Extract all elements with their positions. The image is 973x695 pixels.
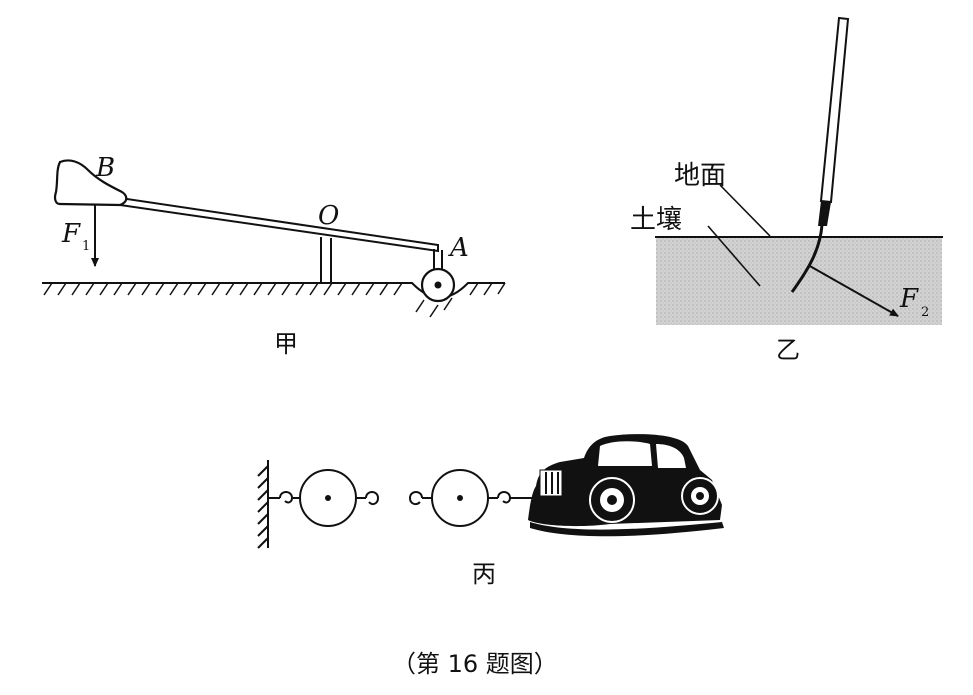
label-a: A (448, 233, 469, 263)
lever-beam (119, 196, 439, 253)
caption-jia: 甲 (274, 330, 298, 358)
label-ground: 地面 (674, 161, 726, 191)
label-f2: F (899, 284, 919, 314)
soil-leader-line (707, 225, 761, 287)
panel-pulleys: 丙 (257, 434, 724, 588)
pulley-fixed (268, 469, 380, 527)
label-b: B (95, 153, 115, 183)
pencil-bent-tip (790, 224, 824, 293)
foot-b (53, 159, 128, 207)
car-image (528, 434, 724, 537)
figure-caption: （第 16 题图） (392, 650, 558, 678)
pencil-tip (818, 201, 831, 226)
wall (257, 460, 269, 549)
label-f2-subscript: 2 (921, 305, 929, 320)
label-o: O (318, 201, 339, 231)
panel-lever: B O A F 1 甲 (42, 153, 506, 358)
pulley-fixed-axle (325, 495, 331, 501)
caption-bing: 丙 (472, 560, 496, 588)
pulley-movable-axle (457, 495, 463, 501)
force-f2-arrow (807, 264, 899, 317)
label-f1: F (61, 219, 81, 249)
wheel-a (420, 267, 456, 303)
caption-yi: 乙 (776, 336, 800, 364)
pulley-movable (408, 469, 540, 527)
ground-leader-line (719, 184, 771, 237)
fulcrum-post (320, 237, 332, 283)
pencil-shaft (819, 16, 850, 204)
panel-soil: 地面 土壤 F 2 乙 (630, 16, 943, 364)
label-f1-subscript: 1 (82, 239, 90, 254)
label-soil: 土壤 (630, 205, 682, 235)
